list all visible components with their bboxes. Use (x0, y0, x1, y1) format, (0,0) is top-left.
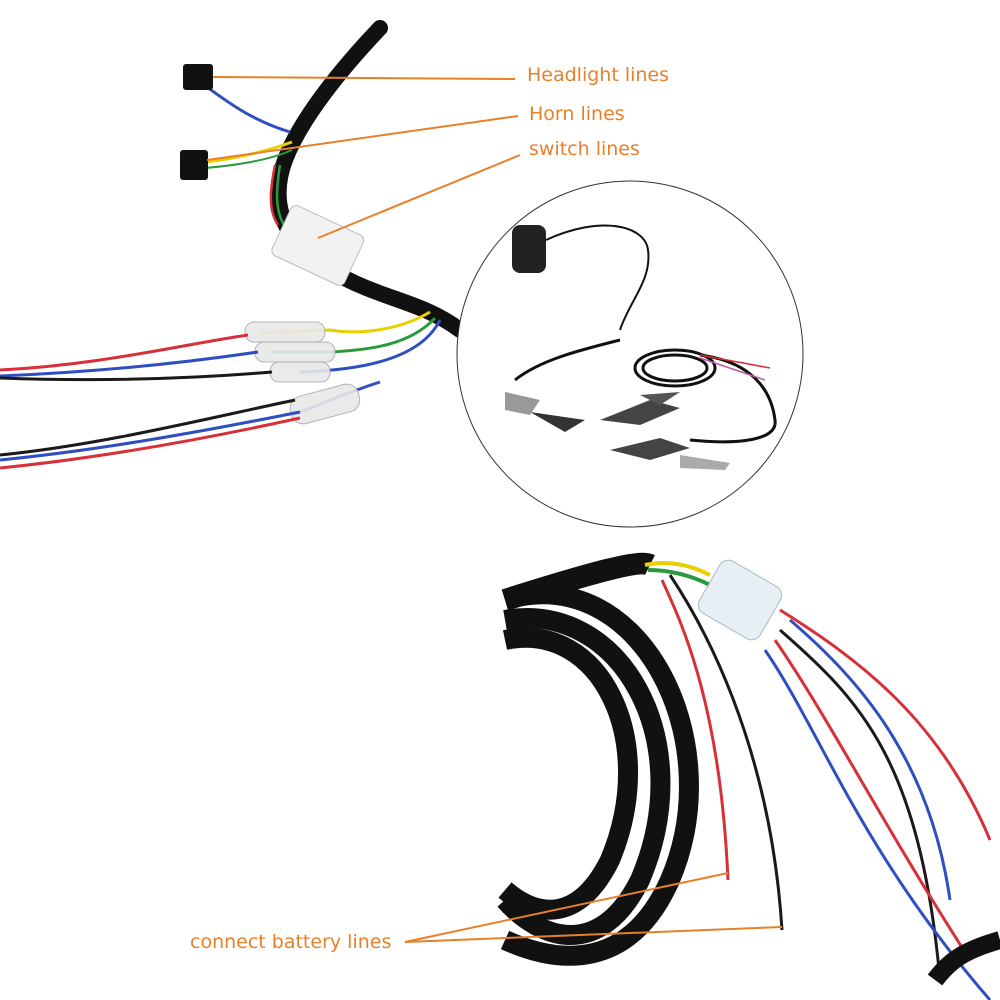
main-harness (0, 20, 468, 470)
battery-lines-label: connect battery lines (190, 931, 392, 953)
headlight-lines-label: Headlight lines (527, 64, 670, 86)
leader-lines (206, 76, 783, 943)
headlight-connector-icon (183, 64, 213, 90)
horn-lines-label: Horn lines (529, 103, 625, 125)
kit-inset (456, 180, 804, 528)
switch-lines-label: switch lines (529, 138, 640, 160)
cable-coil (497, 552, 1000, 1000)
horn-connector-icon (180, 150, 208, 180)
